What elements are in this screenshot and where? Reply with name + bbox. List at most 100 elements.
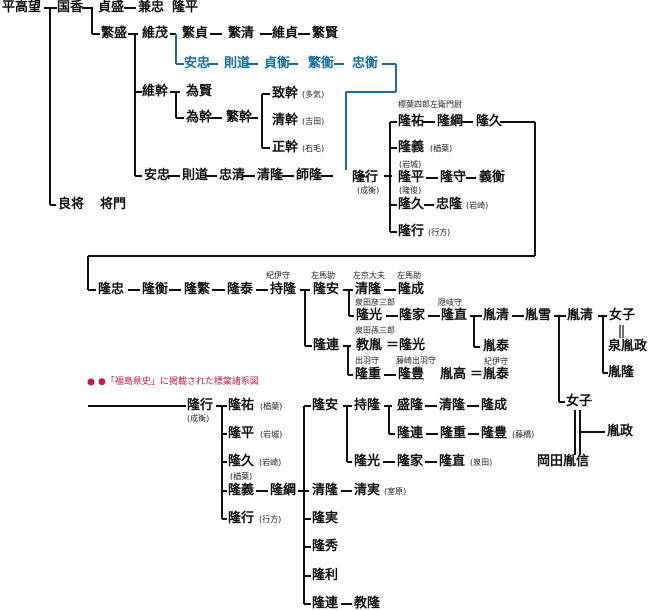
node-blue-sadahira: 貞衡 bbox=[264, 56, 291, 71]
caption-text: ●「福島県史」に掲載された標葉諸系図 bbox=[98, 377, 259, 387]
node-onago: 女子 bbox=[609, 308, 636, 323]
node-takatada: 隆忠 bbox=[98, 282, 125, 297]
node-takatsura: 隆連 bbox=[313, 338, 340, 353]
node-takayoshi: 隆義 bbox=[398, 140, 425, 155]
note-t3-takayoshi: (楢葉) bbox=[230, 472, 253, 481]
node-masamoto: 正幹 bbox=[272, 140, 299, 155]
node-t3-takatsuna: 隆綱 bbox=[270, 483, 297, 498]
node-takaie: 隆家 bbox=[399, 308, 426, 323]
note-t3-takahira: (岩城) bbox=[260, 430, 283, 439]
node-masakado: 将門 bbox=[100, 197, 127, 212]
equals-sign-2: ＝ bbox=[470, 367, 484, 382]
node-kanetada: 兼忠 bbox=[138, 0, 165, 15]
node-t3-takatsura-2: 隆連 bbox=[312, 596, 339, 611]
node-hirataka: 平高望 bbox=[2, 0, 42, 15]
node-takatsuna: 隆綱 bbox=[437, 114, 464, 129]
node-t3-kiyotaka-2: 清隆 bbox=[312, 483, 339, 498]
node-norimichi: 則道 bbox=[182, 168, 209, 183]
node-t3-noritaka: 教隆 bbox=[354, 596, 381, 611]
node-takayasu-2: 隆安 bbox=[313, 282, 340, 297]
node-munemoto: 致幹 bbox=[272, 86, 299, 101]
node-t3-takayoshi: 隆義 bbox=[228, 483, 255, 498]
node-t3-takamitsu: 隆光 bbox=[354, 454, 381, 469]
node-blue-norimichi: 則道 bbox=[224, 56, 251, 71]
node-t3-takatsura: 隆連 bbox=[397, 426, 424, 441]
node-taneyasu-2: 胤泰 bbox=[483, 367, 510, 382]
note-shineha-shiro: 標葉四郎左衛門尉 bbox=[398, 100, 462, 109]
note-t3-takanao: (泉田) bbox=[470, 458, 493, 467]
note-sakyo-taifu: 左京大夫 bbox=[353, 271, 385, 280]
node-tanetaka-2: 胤高 bbox=[440, 367, 467, 382]
node-t3-takashige: 隆重 bbox=[440, 426, 467, 441]
node-tadataka: 忠隆 bbox=[436, 197, 463, 212]
node-shigesada: 繁貞 bbox=[182, 26, 209, 41]
node-takanao: 隆直 bbox=[441, 308, 468, 323]
node-takashige-2: 隆重 bbox=[355, 367, 382, 382]
node-yoshimasa: 良将 bbox=[58, 197, 85, 212]
note-takayuki-2: (行方) bbox=[428, 228, 451, 237]
node-shigemoto: 繁幹 bbox=[226, 110, 253, 125]
node-takamitsu: 隆光 bbox=[356, 308, 383, 323]
note-takahira-2: (隆俊) bbox=[399, 186, 422, 195]
node-tadakiyo: 忠清 bbox=[219, 168, 246, 183]
node-takahisa-2: 隆久 bbox=[398, 197, 425, 212]
node-t3-takayuki-2: 隆行 bbox=[228, 511, 255, 526]
note-t3-takayuki: (成衡) bbox=[187, 414, 210, 423]
note-fujisaki-dewa: 藤崎出羽守 bbox=[396, 356, 436, 365]
node-takayuki: 隆行 bbox=[352, 170, 379, 185]
note-tadataka: (岩崎) bbox=[466, 201, 489, 210]
node-takatoyo: 隆豊 bbox=[398, 367, 425, 382]
node-yoshihira: 義衡 bbox=[479, 170, 506, 185]
node-t3-takayasu: 隆安 bbox=[312, 398, 339, 413]
node-takamori: 隆守 bbox=[440, 170, 467, 185]
node-shigemori: 繁盛 bbox=[101, 26, 128, 41]
node-takahisa: 隆久 bbox=[476, 114, 503, 129]
node-t3-takahira: 隆平 bbox=[228, 426, 255, 441]
node-takahira-t2: 隆衡 bbox=[142, 282, 169, 297]
note-sama-no-suke-1: 左馬助 bbox=[311, 271, 335, 280]
node-koremochi: 維茂 bbox=[142, 26, 169, 41]
node-takahira: 隆平 bbox=[398, 170, 425, 185]
node-t3-takahisa: 隆久 bbox=[228, 454, 255, 469]
node-t3-moritaka: 盛隆 bbox=[397, 398, 424, 413]
node-t3-takanao: 隆直 bbox=[439, 454, 466, 469]
node-tamemoto: 為幹 bbox=[186, 110, 213, 125]
node-okada-tanenobu: 岡田胤信 bbox=[537, 454, 590, 469]
node-t3-mochitaka: 持隆 bbox=[354, 398, 381, 413]
node-yasutada: 安忠 bbox=[144, 168, 171, 183]
note-kiyomoto: (吉田) bbox=[302, 117, 325, 126]
note-munemoto: (多気) bbox=[302, 90, 325, 99]
note-sama-no-suke-2: 左馬助 bbox=[397, 271, 421, 280]
node-shigekiyo: 繁清 bbox=[228, 26, 255, 41]
node-t3-takahide: 隆秀 bbox=[312, 539, 339, 554]
node-t3-takasuke: 隆祐 bbox=[228, 398, 255, 413]
caption-bullet-icon bbox=[87, 378, 95, 386]
node-tanemasa: 胤政 bbox=[607, 424, 634, 439]
note-t3-takatoyo: (藤橋) bbox=[512, 430, 535, 439]
node-t3-takaie: 隆家 bbox=[397, 454, 424, 469]
node-taneo: 胤雪 bbox=[525, 308, 552, 323]
node-takamitsu-2: 隆光 bbox=[399, 338, 426, 353]
node-kunika: 国香 bbox=[57, 0, 84, 15]
node-kiyotaka: 清隆 bbox=[257, 168, 284, 183]
node-takayasu: 隆泰 bbox=[227, 282, 254, 297]
node-taneki: 胤清 bbox=[567, 308, 594, 323]
node-kiyotaka-t2: 清隆 bbox=[355, 282, 382, 297]
node-takasuke: 隆祐 bbox=[398, 114, 425, 129]
node-mochitaka: 持隆 bbox=[270, 282, 297, 297]
node-blue-yasutada: 安忠 bbox=[184, 56, 211, 71]
node-blue-shigehira: 繁衡 bbox=[308, 56, 335, 71]
node-takashige: 隆繁 bbox=[184, 282, 211, 297]
note-kii-no-kami-2: 紀伊守 bbox=[484, 357, 508, 366]
note-t3-takasuke: (楢葉) bbox=[260, 402, 283, 411]
node-koremoto: 維幹 bbox=[142, 84, 169, 99]
note-takahira-iwaki: (岩城) bbox=[399, 160, 422, 169]
node-t3-takayuki: 隆行 bbox=[187, 398, 214, 413]
node-takahira-1: 隆平 bbox=[172, 0, 199, 15]
equals-sign-1: ＝ bbox=[386, 338, 400, 353]
node-onago-2: 女子 bbox=[566, 394, 593, 409]
node-noritane: 教胤 bbox=[356, 338, 383, 353]
node-izumi-tanemasa: 泉胤政 bbox=[608, 339, 648, 354]
